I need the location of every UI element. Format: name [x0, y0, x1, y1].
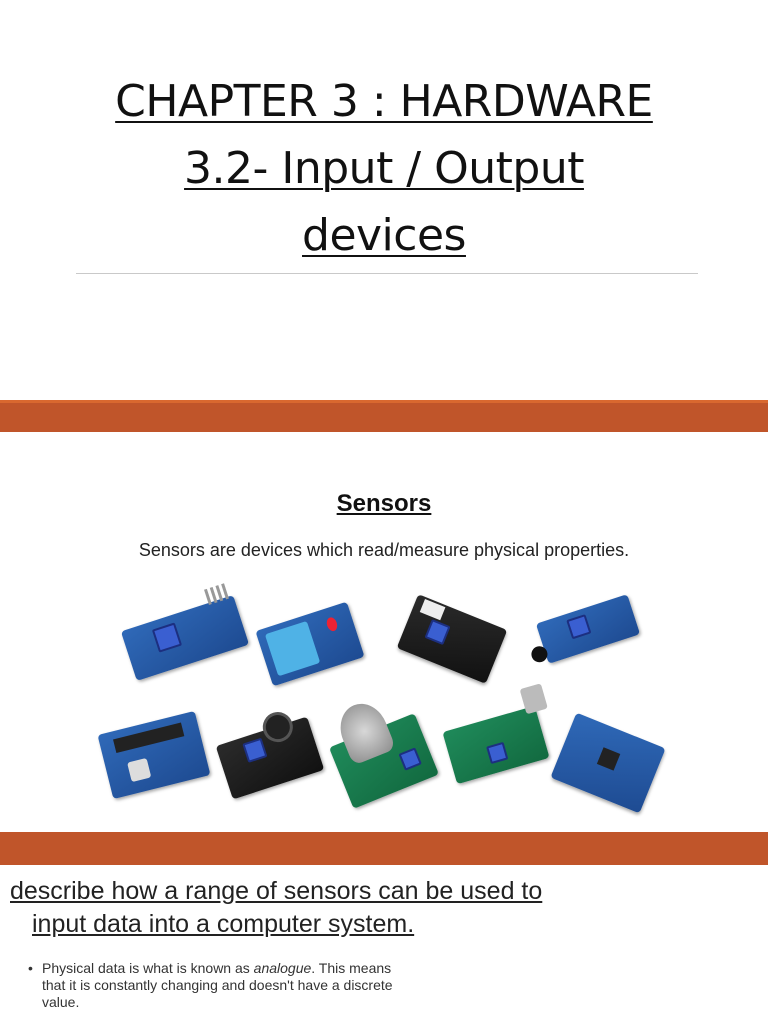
title-line-3: devices	[302, 210, 466, 261]
objective-line-2: input data into a computer system.	[32, 910, 415, 938]
potentiometer	[151, 622, 183, 653]
title-divider	[76, 273, 698, 274]
potentiometer	[486, 741, 509, 765]
dht-sensor	[264, 620, 321, 677]
bullet-emphasis: analogue	[253, 960, 312, 976]
sensors-heading: Sensors	[336, 490, 432, 517]
bullet-text-end: . This means that it is constantly chang…	[42, 960, 393, 1010]
potentiometer	[424, 619, 451, 646]
slide-separator-band-top	[0, 400, 768, 432]
title-line-1: CHAPTER 3 : HARDWARE	[115, 76, 653, 127]
title-slide: CHAPTER 3 : HARDWARE 3.2- Input / Output…	[0, 0, 768, 400]
sensors-image-panel	[96, 530, 672, 848]
bullet-text: Physical data is what is known as analog…	[28, 960, 408, 1011]
bullet-dot: •	[28, 960, 33, 976]
objective-line-1: describe how a range of sensors can be u…	[10, 877, 543, 905]
learning-objective: describe how a range of sensors can be u…	[10, 875, 650, 941]
potentiometer	[566, 614, 592, 640]
bullet-text-start: Physical data is what is known as	[42, 960, 254, 976]
sensors-description: Sensors are devices which read/measure p…	[138, 540, 630, 560]
potentiometer	[398, 747, 422, 771]
bullet-point: • Physical data is what is known as anal…	[28, 960, 408, 1011]
title-line-2: 3.2- Input / Output	[184, 143, 584, 194]
potentiometer	[242, 737, 268, 763]
slide-separator-band-bottom	[0, 832, 768, 865]
